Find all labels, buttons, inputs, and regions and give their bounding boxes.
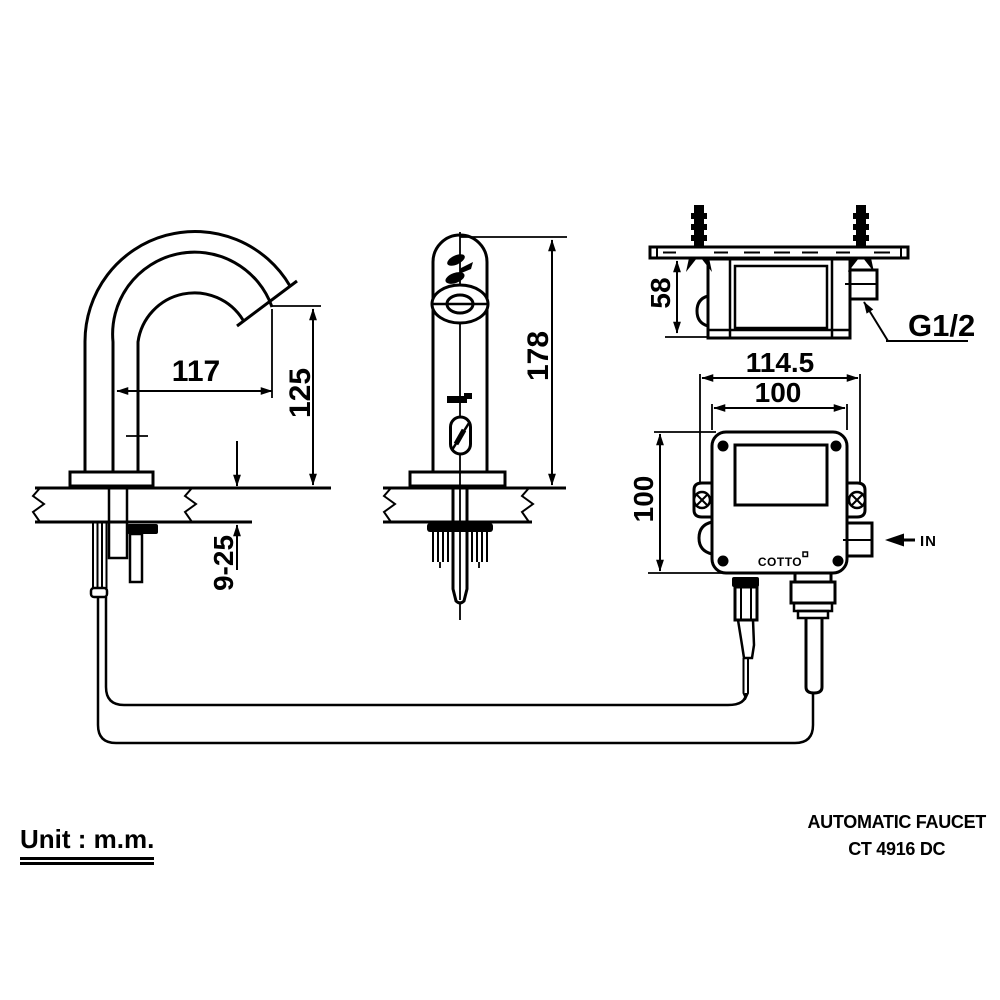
brand-logo: COTTO [758,555,802,569]
box-side-window [733,264,829,330]
aerator-mark-nub [464,393,472,399]
body-top-arc [431,233,489,263]
dim-58-label: 58 [645,277,676,308]
g12-label: G1/2 [908,308,975,343]
wall-anchor-right [848,205,874,272]
lock-nut [127,524,158,534]
corner-screw [717,440,729,452]
box-front-bump [697,520,713,556]
sensor-plug-connector [732,577,759,701]
spout-cut-face [236,279,298,328]
counter-break-mark [31,487,46,523]
faucet-base-flange [408,470,507,488]
supply-outlet-connector [789,571,837,695]
dim-100h-label: 100 [628,476,659,523]
corner-screw [717,555,729,567]
control-box-side-view: 58 G1/2 [645,205,975,343]
dim-100w-label: 100 [755,377,802,408]
aerator-mark [447,396,467,403]
box-front-window [733,443,829,507]
lock-collar [427,523,493,532]
mounting-shank [107,485,129,560]
counter-break-mark [183,487,198,523]
threaded-stud-left [432,532,449,568]
sensor-cable-run [104,597,748,707]
inlet-stub [128,532,144,584]
threaded-stud-right [471,532,488,568]
mounting-ear-left [692,481,712,519]
dim-178-label: 178 [522,331,555,381]
faucet-front-view: 178 [382,232,567,620]
mounting-ear-right [847,481,867,519]
box-body-front [710,430,849,575]
unit-note: Unit : m.m. [20,824,155,865]
dim-117-label: 117 [172,355,220,388]
dim-114-5-label: 114.5 [746,347,815,378]
unit-note-text: Unit : m.m. [20,824,155,860]
product-name: AUTOMATIC FAUCET [807,812,986,832]
dim-125-label: 125 [284,368,317,418]
counter-break-mark [520,487,535,523]
spout-middle-arc [111,250,274,473]
control-box-front-view: 114.5 100 100 [628,347,937,701]
brand-mark-square [802,551,809,558]
corner-screw [832,555,844,567]
in-arrow [885,533,904,547]
spout-inner-arc [136,291,245,473]
corner-screw [830,440,842,452]
supply-hose-run [96,597,815,745]
model-number: CT 4916 DC [848,839,946,859]
spout-outer-arc [83,229,292,473]
sensor-wave-icon [445,254,473,284]
threaded-shank [89,523,109,599]
faucet-side-view: 117 125 9-25 [31,229,815,745]
g12-leader [863,301,889,342]
faucet-base-flange [68,470,155,488]
box-side-bump [695,294,709,328]
capsule-mark [449,415,472,456]
counter-break-mark [382,487,397,523]
title-block: AUTOMATIC FAUCET CT 4916 DC [807,812,986,860]
dim-9-25-label: 9-25 [208,535,239,591]
in-label: IN [920,533,937,550]
